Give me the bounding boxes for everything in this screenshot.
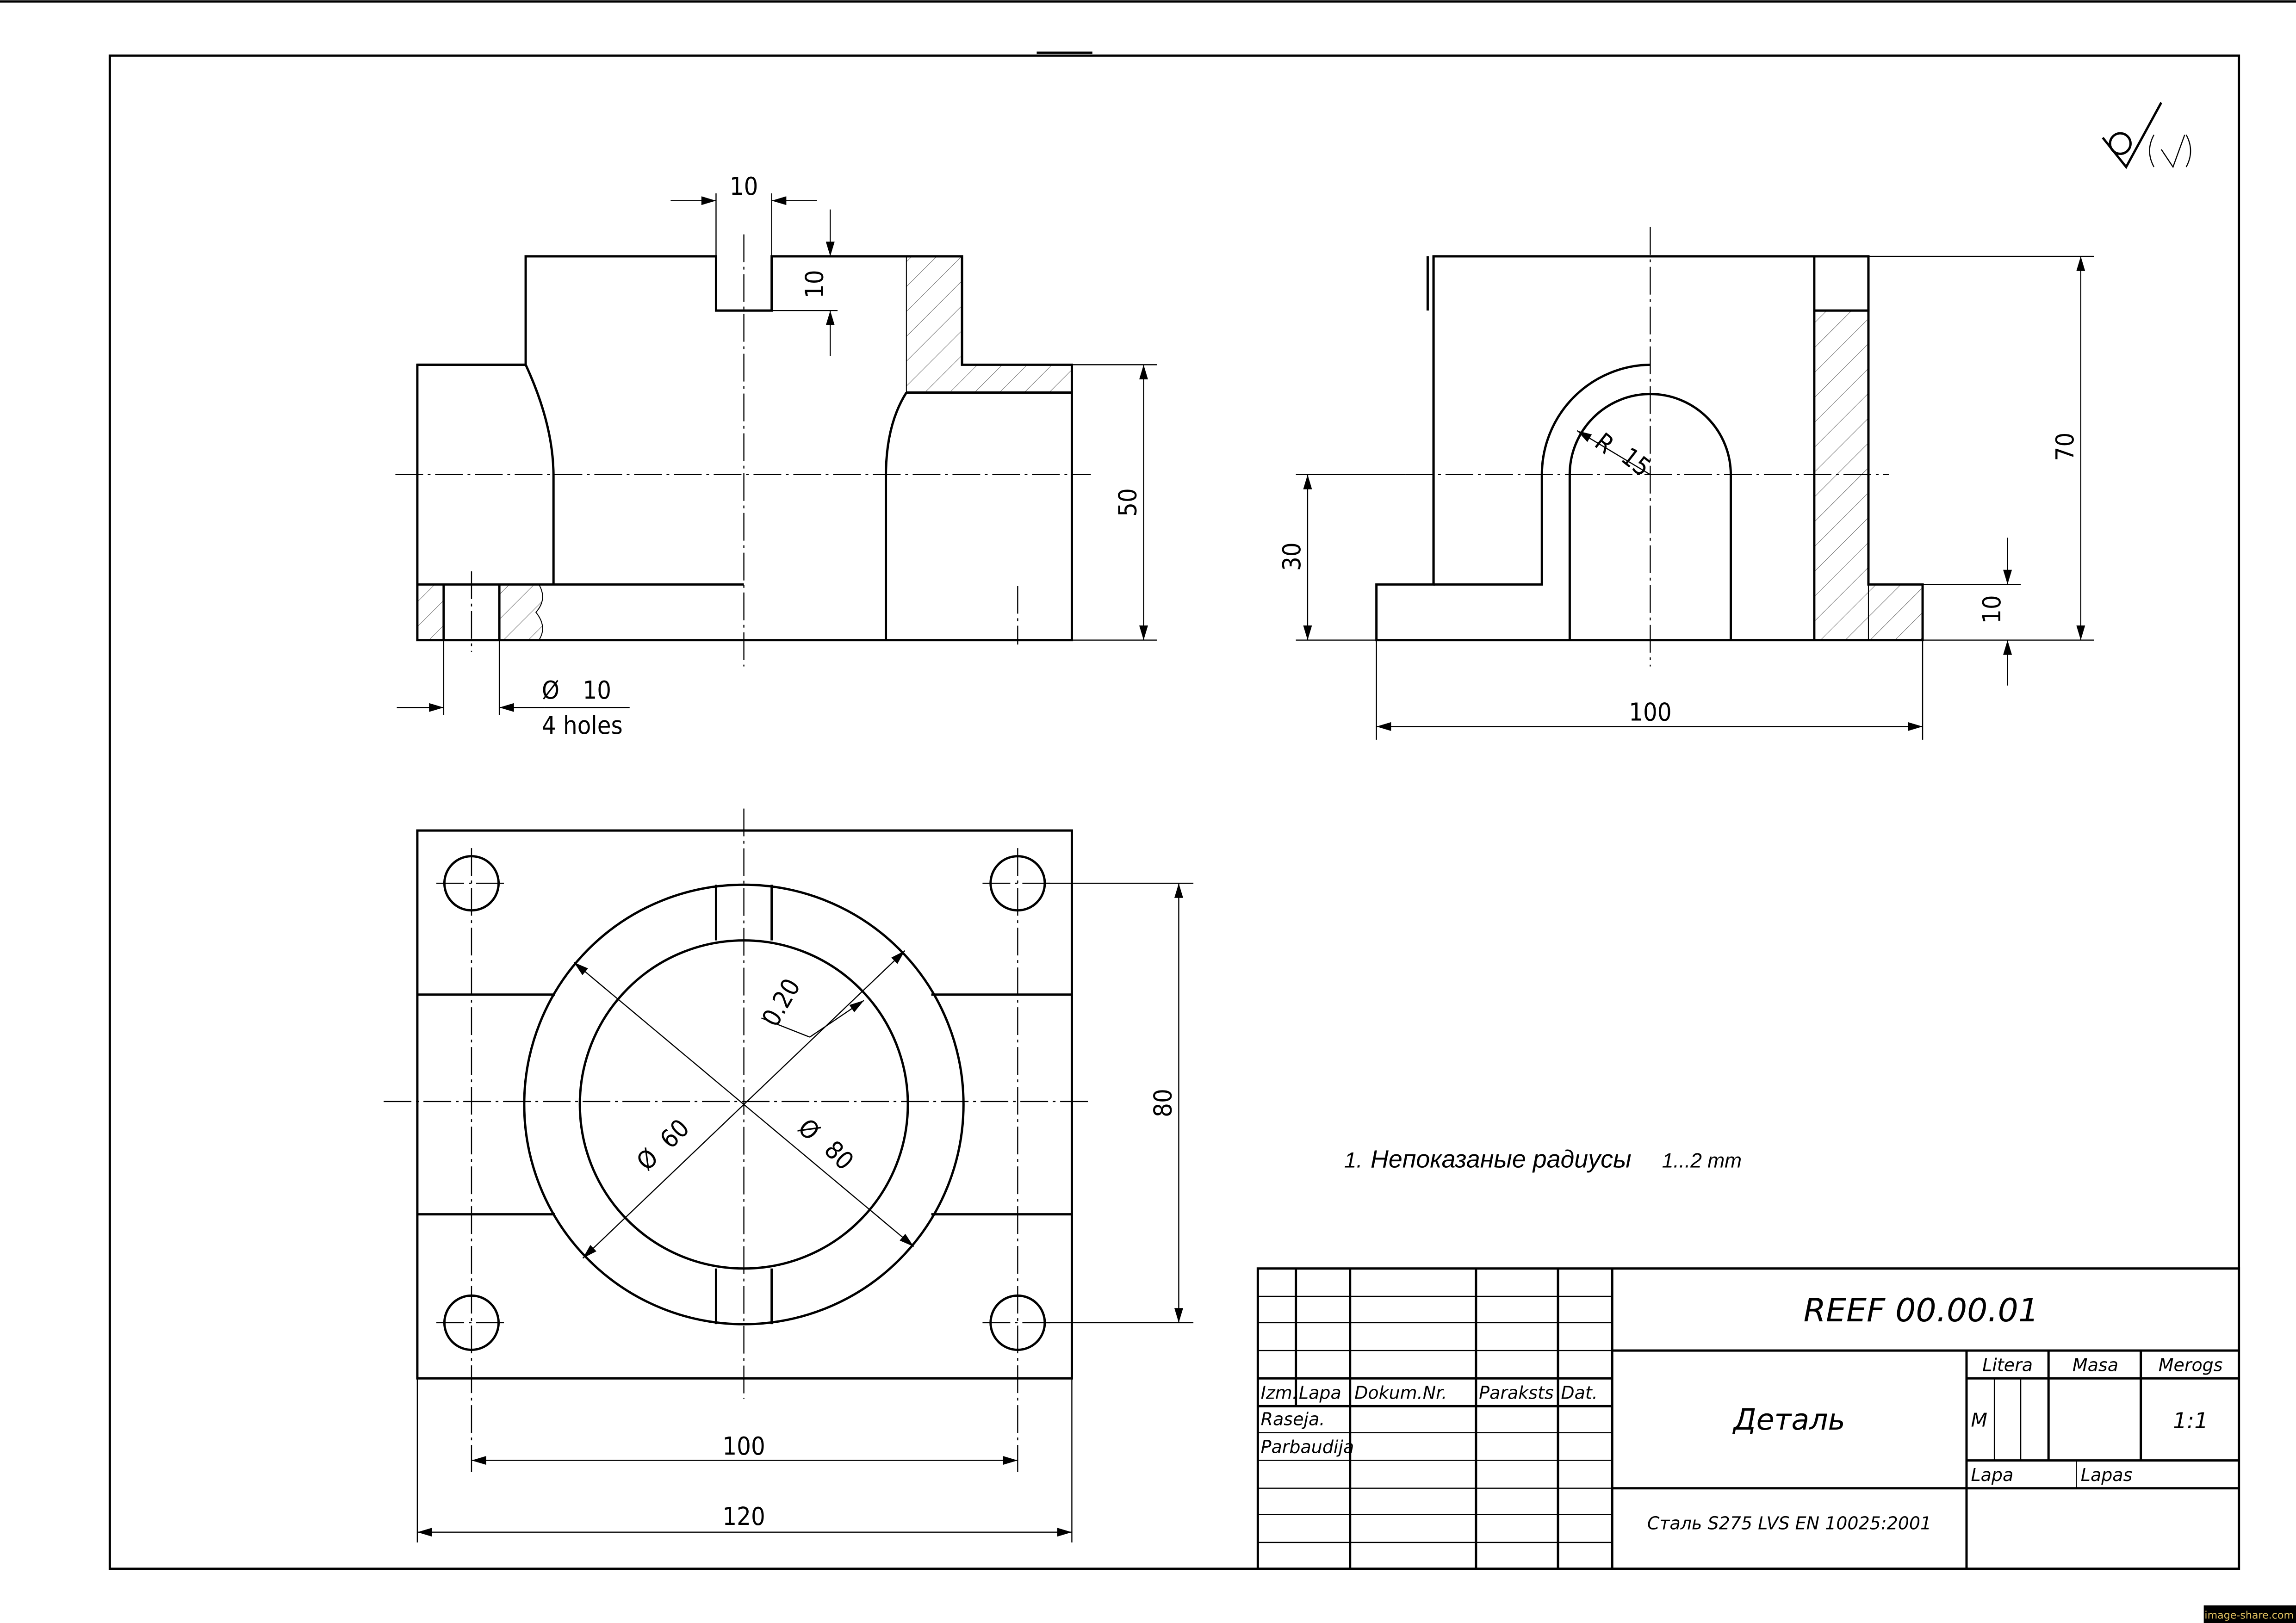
watermark: image-share.com [2203, 1605, 2296, 1623]
col-lapa: Lapa [1299, 1383, 1341, 1403]
part-name: Деталь [1732, 1402, 1845, 1437]
diameter-symbol: Ø [631, 1143, 664, 1177]
sheet-frame [0, 1, 2296, 1569]
col-dokum: Dokum.Nr. [1354, 1383, 1447, 1403]
diameter-symbol: Ø [542, 675, 559, 705]
dim-bore-inner: 60 [654, 1113, 695, 1154]
note-value: 1...2 mm [1662, 1149, 1742, 1172]
side-view [1377, 227, 1923, 667]
top-view-dimensions [417, 883, 1193, 1542]
merogs-label: Merogs [2159, 1355, 2223, 1375]
dim-hole-diameter: 10 [583, 675, 611, 705]
col-izm: Izm. [1261, 1383, 1298, 1403]
front-view-dimensions [397, 193, 1157, 715]
lapa-label: Lapa [1971, 1465, 2013, 1485]
dim-side-base-thickness: 10 [1977, 595, 2006, 624]
col-paraksts: Paraksts [1479, 1383, 1553, 1403]
dim-side-total-height: 70 [2050, 433, 2079, 461]
masa-label: Masa [2073, 1355, 2118, 1375]
note-text: Непоказаные радиусы [1371, 1145, 1632, 1173]
note-number: 1. [1344, 1148, 1363, 1172]
diameter-symbol: Ø [792, 1113, 825, 1146]
dim-top-hole-spacing-x: 100 [722, 1431, 765, 1461]
litera-label: Litera [1982, 1355, 2033, 1375]
lapas-label: Lapas [2081, 1465, 2133, 1485]
top-view [384, 809, 1091, 1472]
col-dat: Dat. [1561, 1383, 1597, 1403]
front-view [395, 235, 1091, 667]
watermark-text: image-share.com [2204, 1609, 2294, 1621]
dim-side-axis-height: 30 [1277, 542, 1306, 571]
radius-symbol: R [1589, 427, 1620, 459]
row-raseja: Raseja. [1261, 1409, 1325, 1430]
roughness-symbol [2103, 103, 2191, 167]
title-block-text: REEF 00.00.01 Деталь Сталь S275 LVS EN 1… [1261, 1292, 2223, 1534]
litera-value: M [1971, 1409, 1987, 1431]
dim-front-slot-width: 10 [730, 172, 758, 201]
scale-value: 1:1 [2173, 1408, 2208, 1434]
title-block [1258, 1269, 2239, 1569]
row-parbaudija: Parbaudija [1261, 1437, 1354, 1457]
dim-front-slot-depth: 10 [800, 270, 829, 298]
dim-hole-count: 4 holes [542, 711, 623, 740]
dim-front-height: 50 [1113, 488, 1142, 517]
material: Сталь S275 LVS EN 10025:2001 [1647, 1513, 1931, 1533]
drawing-designation: REEF 00.00.01 [1804, 1292, 2039, 1329]
dim-top-overall-width: 120 [722, 1502, 765, 1531]
general-notes: 1. Непоказаные радиусы 1...2 mm [1344, 1145, 1742, 1173]
dim-top-hole-spacing-y: 80 [1148, 1089, 1178, 1117]
side-view-dimensions [1296, 256, 2094, 740]
dim-bore-outer: 80 [819, 1135, 859, 1176]
dim-side-width: 100 [1629, 698, 1671, 727]
dim-chamfer: 0.20 [756, 973, 806, 1031]
